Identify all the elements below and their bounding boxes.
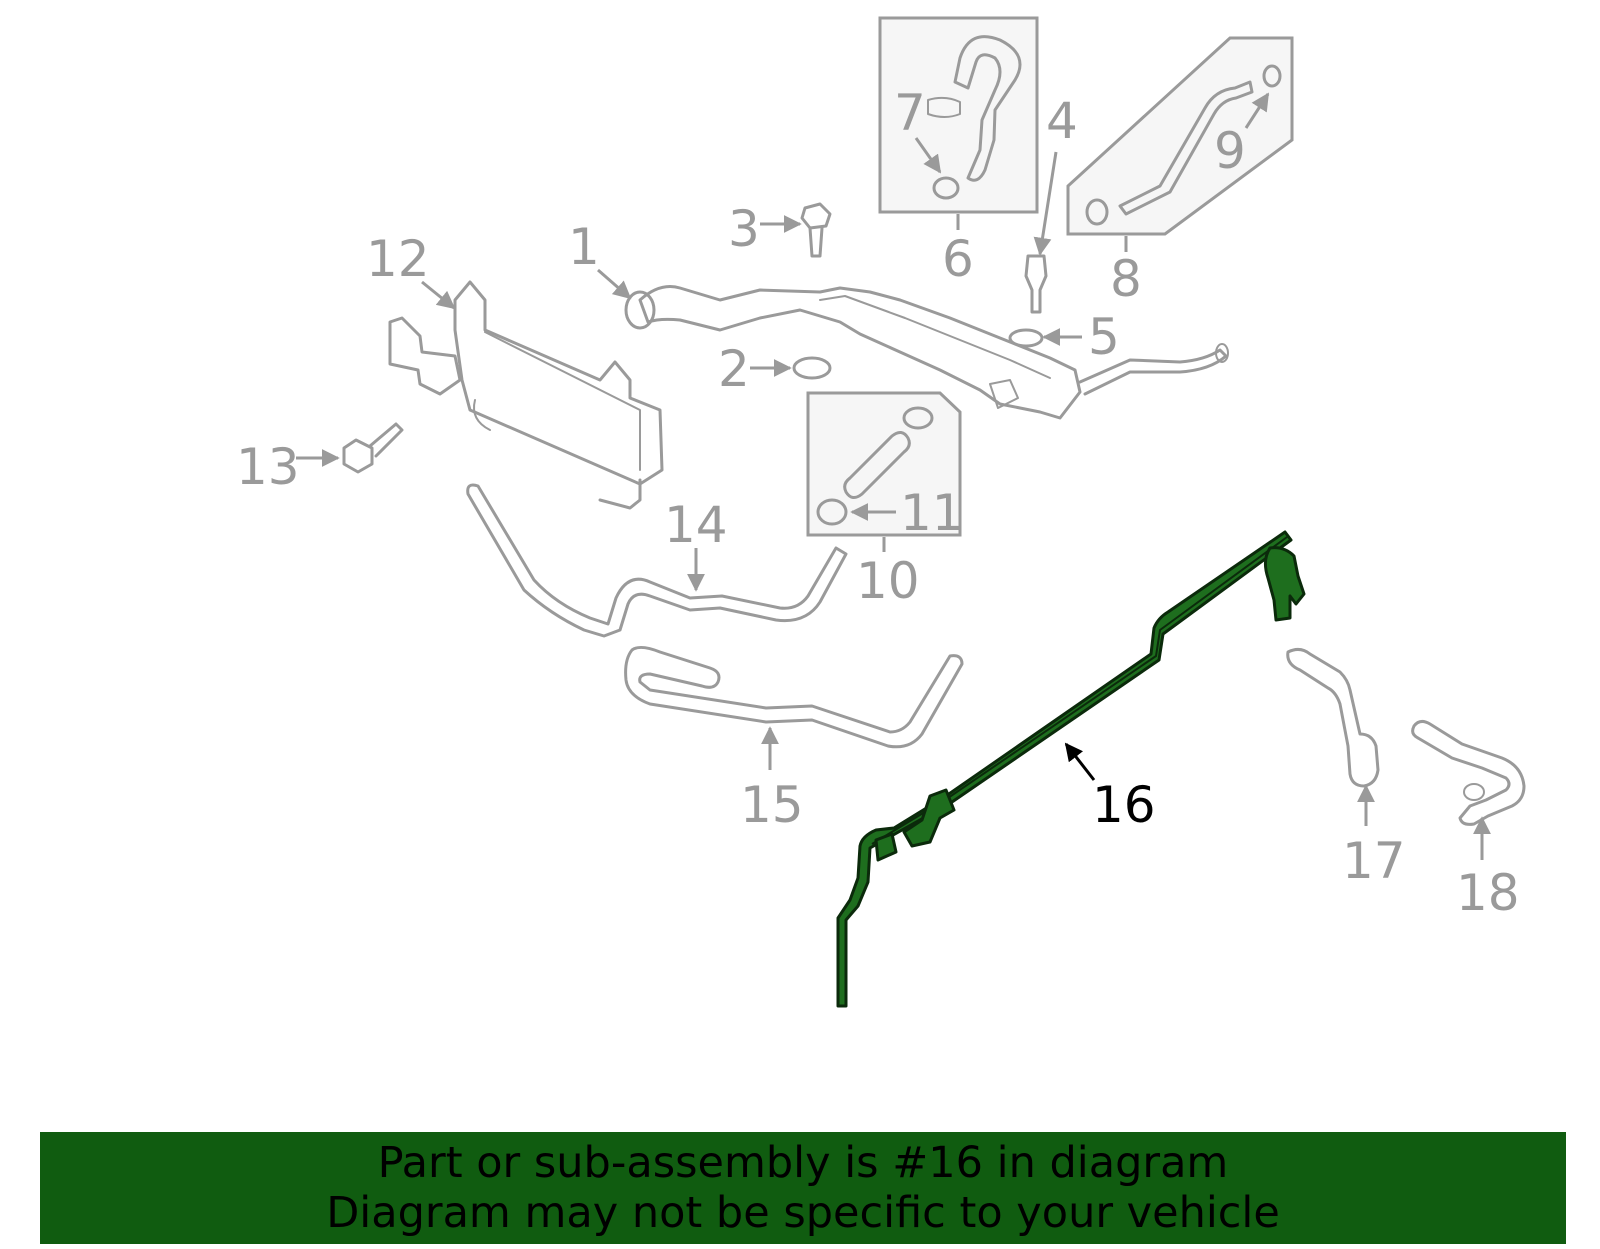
callout-leaders (296, 92, 1491, 860)
part-2-o-ring (792, 356, 832, 380)
part-11-clamp-bottom (816, 498, 848, 526)
leader-1 (597, 268, 632, 300)
part-16-oil-cooler-line (836, 530, 1306, 1008)
callout-14: 14 (664, 496, 728, 554)
part-7-clamp-lower (932, 176, 960, 200)
part-16-end-fitting (1263, 546, 1306, 622)
part-17-hose (1286, 647, 1380, 788)
banner-line-disclaimer: Diagram may not be specific to your vehi… (326, 1188, 1280, 1238)
part-1-pipe-body (638, 285, 1082, 420)
leader-12 (421, 280, 456, 310)
part-18-hose (1411, 719, 1526, 826)
callout-1: 1 (568, 218, 600, 276)
part-8-hose (1118, 80, 1254, 216)
callout-16: 16 (1092, 776, 1156, 834)
leader-7 (914, 137, 942, 174)
leader-4 (1033, 151, 1058, 256)
part-3-bolt-shank (808, 226, 824, 258)
part-1-pipe-detail (819, 295, 1051, 379)
leader-9 (1244, 92, 1270, 129)
banner-line-part: Part or sub-assembly is #16 in diagram (377, 1138, 1229, 1188)
part-3-bolt (800, 202, 832, 258)
part-10-hose (843, 431, 911, 499)
part-1-pipe-inlet (624, 290, 656, 330)
part-12-bracket (388, 316, 462, 396)
part-12-pipe-lower (473, 399, 491, 431)
callout-17: 17 (1342, 832, 1406, 890)
part-13-bolt (342, 422, 404, 474)
part-10-hose-kit (806, 391, 962, 537)
callout-13: 13 (236, 438, 300, 496)
callout-6: 6 (942, 230, 974, 288)
part-1-water-pipe (624, 285, 1229, 420)
part-15-hose (624, 645, 964, 749)
part-13-bolt-shank (368, 422, 404, 458)
part-12-cooler-edge (484, 331, 641, 471)
callout-11: 11 (900, 484, 964, 542)
part-1-pipe-boss (989, 379, 1019, 409)
part-12-outlet (598, 478, 642, 510)
part-7-clamp (927, 96, 961, 118)
callout-12: 12 (366, 230, 430, 288)
callout-3: 3 (728, 200, 760, 258)
part-4-sensor (1024, 254, 1048, 314)
part-9-clamp-bottom (1085, 198, 1109, 226)
part-8-hose-kit (1066, 36, 1294, 236)
callout-15: 15 (740, 776, 804, 834)
callout-9: 9 (1214, 122, 1246, 180)
part-6-hose (953, 35, 1022, 182)
part-1-pipe-end (1215, 343, 1229, 363)
part-12-cooler-body (453, 280, 664, 486)
part-13-bolt-head (342, 438, 374, 474)
part-4-sensor-body (1024, 254, 1048, 314)
callout-10: 10 (856, 552, 920, 610)
callout-8: 8 (1110, 250, 1142, 308)
part-11-clamp-top (902, 406, 934, 430)
leader-16 (1064, 742, 1096, 781)
callout-5: 5 (1088, 308, 1120, 366)
part-8-box (1066, 36, 1294, 236)
part-16-pipe-main (836, 530, 1293, 1008)
part-5-o-ring (1008, 328, 1044, 348)
info-banner: Part or sub-assembly is #16 in diagram D… (40, 1132, 1566, 1244)
part-16-bracket-lower (874, 832, 898, 862)
part-18-hose-end (1463, 783, 1485, 801)
part-12-cooler (388, 280, 664, 510)
part-6-hose-kit (878, 16, 1039, 214)
part-1-pipe-outlet (1078, 348, 1228, 396)
callout-18: 18 (1456, 864, 1520, 922)
callout-numbers: 1 2 3 4 5 6 7 8 9 10 11 12 13 14 15 16 1… (236, 84, 1520, 922)
callout-2: 2 (718, 340, 750, 398)
part-3-bolt-head (800, 202, 832, 230)
part-9-clamp-top (1262, 64, 1282, 88)
part-14-hose (466, 483, 848, 638)
callout-4: 4 (1046, 92, 1078, 150)
callout-7: 7 (894, 84, 926, 142)
part-16-bracket-mid (902, 788, 956, 848)
